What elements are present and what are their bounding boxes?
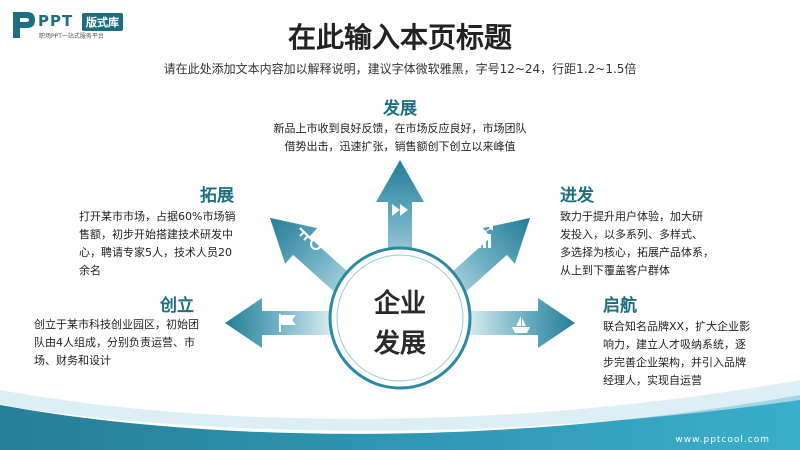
section-title-fazhan: 发展 (383, 99, 417, 119)
body-line: 创立于某市科技创业园区，初始团 (34, 318, 199, 331)
logo-subtitle: 职场PPT一站式服务平台 (39, 33, 104, 40)
body-line: 余名 (79, 264, 101, 277)
section-body-jinfa: 致力于提升用户体验，加大研 发投入，以多系列、多样式、 多选择为核心，拓展产品体… (560, 208, 760, 280)
logo-tag: 版式库 (82, 13, 123, 31)
page-title: 在此输入本页标题 (287, 21, 512, 54)
center-line-1: 企业 (373, 289, 426, 319)
center-line-2: 发展 (373, 329, 426, 359)
body-line: 多选择为核心，拓展产品体系， (560, 246, 714, 259)
flag-icon (279, 314, 296, 332)
body-line: 售额，初步开始搭建技术研发中 (79, 228, 233, 241)
body-line: 步完善企业架构，并引入品牌 (603, 356, 746, 369)
body-line: 发投入，以多系列、多样式、 (560, 228, 703, 241)
body-line: 响力，建立人才吸纳系统，逐 (603, 338, 746, 351)
body-line: 打开某市市场，占据60%市场销 (79, 210, 236, 223)
body-line: 队由4人组成，分别负责运营、市 (34, 336, 195, 349)
logo: PPT 版式库 职场PPT一站式服务平台 (10, 8, 160, 44)
footer-url[interactable]: www.pptcool.com (675, 435, 770, 445)
section-title-jinfa: 进发 (560, 186, 594, 206)
growth-chart-icon (477, 226, 493, 248)
section-body-qihang: 联合知名品牌XX，扩大企业影 响力，建立人才吸纳系统，逐 步完善企业架构，并引入… (603, 318, 793, 390)
logo-name: PPT (38, 12, 74, 30)
center-label: 企业 发展 (355, 284, 445, 364)
bottom-wave (0, 395, 800, 450)
page-subtitle: 请在此处添加文本内容加以解释说明，建议字体微软雅黑，字号12~24，行距1.2~… (163, 62, 637, 76)
section-title-qihang: 启航 (603, 296, 637, 316)
body-line: 借势出击，迅速扩张，销售额创下创立以来峰值 (284, 140, 516, 153)
section-body-tuozhan: 打开某市市场，占据60%市场销 售额，初步开始搭建技术研发中 心，聘请专家5人，… (79, 208, 264, 280)
center-circle-inner (336, 254, 464, 382)
body-line: 心，聘请专家5人，技术人员20 (79, 246, 232, 259)
body-line: 场、财务和设计 (34, 354, 111, 367)
bottom-wave-light (0, 380, 800, 431)
section-body-chuangli: 创立于某市科技创业园区，初始团 队由4人组成，分别负责运营、市 场、财务和设计 (34, 316, 234, 370)
body-line: 从上到下覆盖客户群体 (560, 264, 670, 277)
section-body-fazhan: 新品上市收到良好反馈，在市场反应良好，市场团队 借势出击，迅速扩张，销售额创下创… (0, 120, 800, 156)
body-line: 联合知名品牌XX，扩大企业影 (603, 320, 751, 333)
fast-forward-icon (392, 204, 408, 216)
body-line: 经理人，实现自运营 (603, 374, 702, 387)
body-line: 新品上市收到良好反馈，在市场反应良好，市场团队 (273, 122, 527, 135)
body-line: 致力于提升用户体验，加大研 (560, 210, 703, 223)
section-title-tuozhan: 拓展 (200, 186, 234, 206)
ship-icon (512, 316, 530, 339)
logo-mark-icon (13, 12, 35, 38)
section-title-chuangli: 创立 (160, 296, 194, 316)
key-icon (299, 227, 322, 250)
